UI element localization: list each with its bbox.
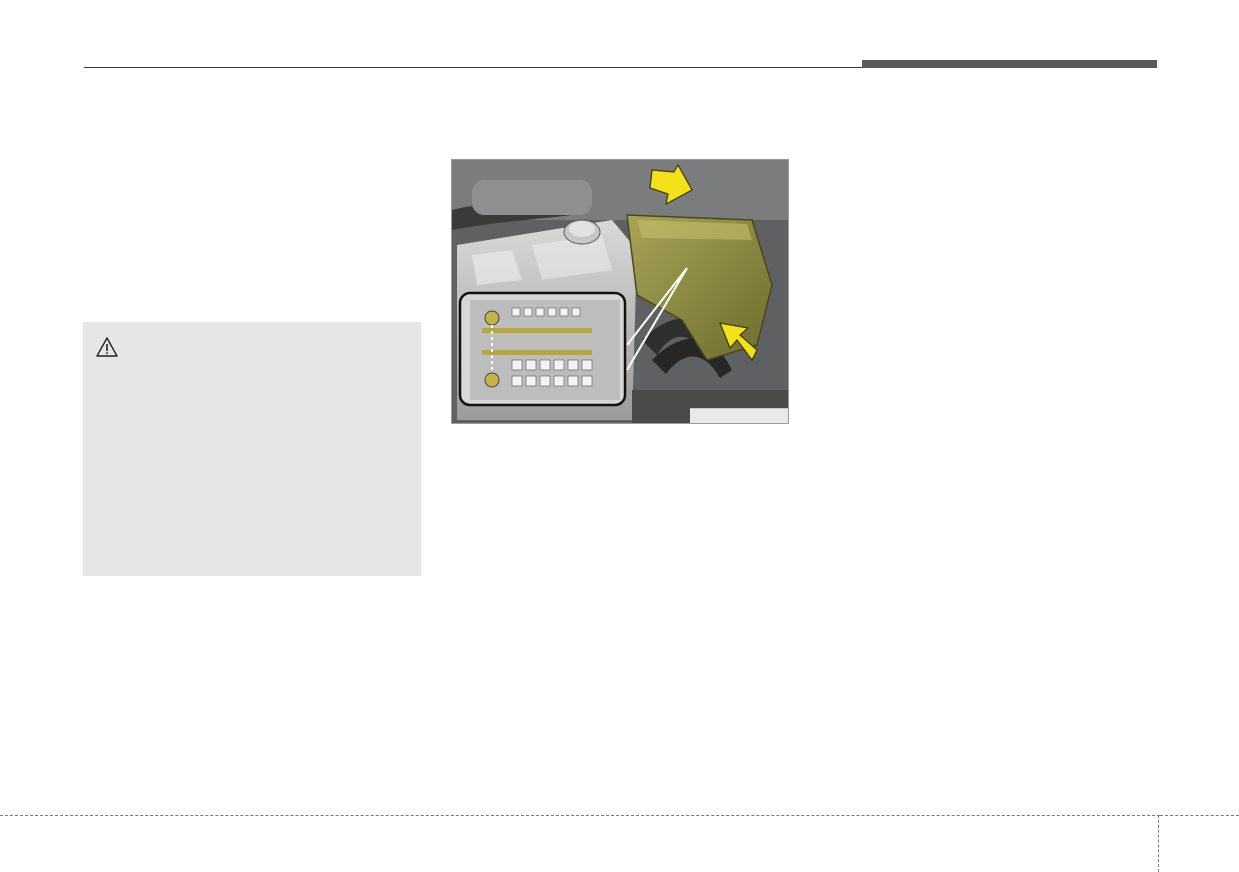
figure-code bbox=[690, 408, 788, 423]
footer-dashed-rule bbox=[0, 815, 1160, 816]
arrow-top bbox=[649, 163, 693, 206]
footer-dashed-rule-right bbox=[1160, 815, 1239, 816]
caution-box bbox=[83, 322, 421, 576]
engine-fuse-box-figure bbox=[451, 159, 789, 424]
engine-compartment-illustration bbox=[452, 160, 788, 423]
header-section-bar bbox=[862, 60, 1157, 68]
fuse-detail-inset bbox=[458, 291, 627, 407]
warning-triangle-icon bbox=[96, 337, 118, 357]
header-rule bbox=[84, 67, 864, 68]
footer-vertical-dashed-rule bbox=[1158, 815, 1159, 872]
arrow-right bbox=[719, 322, 758, 362]
